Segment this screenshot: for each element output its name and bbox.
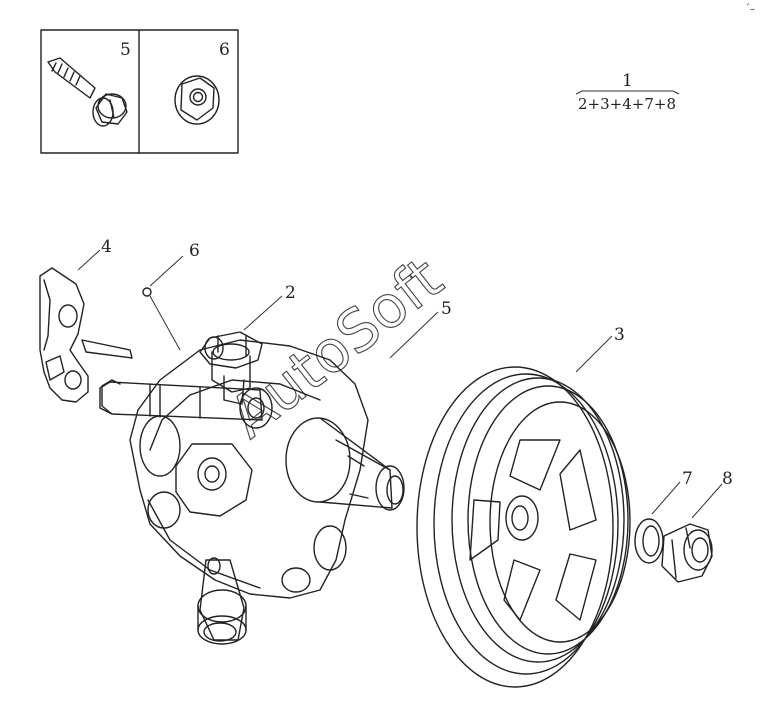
inset-box: 5 6: [40, 29, 239, 154]
assembly-number: 1: [622, 71, 633, 91]
pump-body: [99, 331, 405, 645]
inset-label-nut: 6: [219, 40, 230, 60]
callout-6: 6: [189, 241, 200, 261]
callout-7: 7: [682, 469, 693, 489]
callout-2: 2: [285, 283, 296, 303]
inset-nut-icon: [174, 75, 220, 125]
inset-bolt-icon: [47, 57, 128, 127]
lock-washer: [634, 518, 664, 564]
pulley: [416, 366, 631, 688]
corner-mark: ´–: [745, 4, 755, 15]
callout-3: 3: [614, 325, 625, 345]
o-ring: [142, 287, 152, 297]
callout-5: 5: [441, 299, 452, 319]
assembly-note: 1 2+3+4+7+8: [575, 71, 680, 113]
inset-label-bolt: 5: [120, 40, 131, 60]
callout-8: 8: [722, 469, 733, 489]
callout-4: 4: [101, 237, 112, 257]
mounting-bracket: [39, 267, 133, 403]
pulley-nut: [661, 523, 713, 583]
assembly-components: 2+3+4+7+8: [578, 95, 676, 113]
